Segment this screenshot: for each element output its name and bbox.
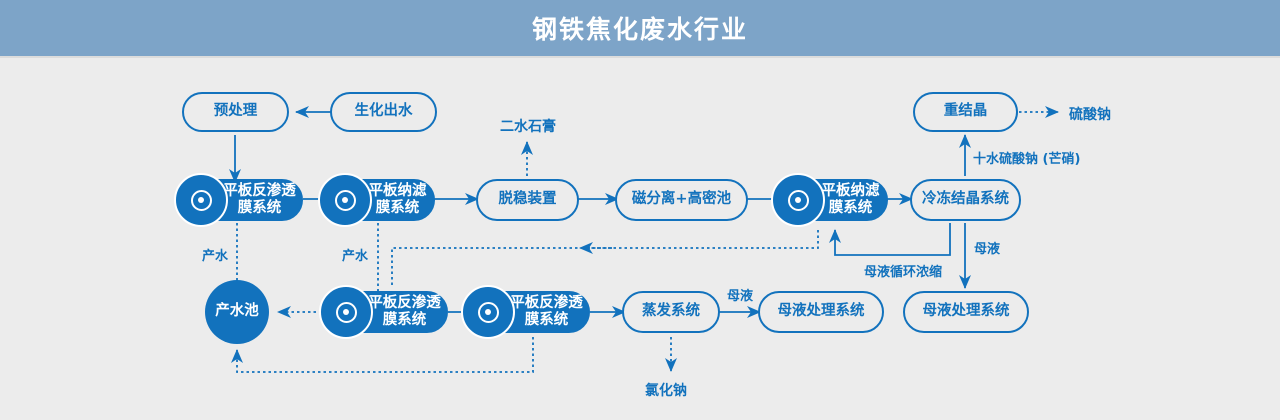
target-icon-ring (787, 189, 809, 211)
target-icon-dot (795, 197, 801, 203)
node-label: 母液处理系统 (922, 303, 1010, 320)
node-label: 平板反渗透 膜系统 (510, 294, 583, 328)
node-nf-membrane-system-2[interactable]: 平板纳滤 膜系统 (771, 173, 888, 227)
node-label: 平板纳滤 膜系统 (368, 182, 427, 216)
target-icon-dot (342, 197, 348, 203)
node-label: 平板纳滤 膜系统 (821, 182, 880, 216)
edge-freeze-recirc-to-nf2 (829, 223, 951, 256)
edge-label-mother-liquor-right: 母液 (974, 242, 1001, 257)
page-header: 钢铁焦化废水行业 (0, 0, 1280, 56)
target-icon-ring (335, 301, 357, 323)
page-title: 钢铁焦化废水行业 (531, 15, 748, 44)
node-recrystallization[interactable]: 重结晶 (913, 92, 1018, 132)
target-icon-dot (198, 197, 204, 203)
target-icon-ring (190, 189, 212, 211)
node-label: 蒸发系统 (642, 303, 700, 320)
edge-label-mother-liquor-evap: 母液 (727, 289, 754, 304)
node-pretreatment[interactable]: 预处理 (182, 92, 289, 132)
terminal-sodium-chloride: 氯化钠 (645, 383, 687, 399)
node-evaporation-system[interactable]: 蒸发系统 (622, 291, 720, 333)
node-nf-membrane-system-1[interactable]: 平板纳滤 膜系统 (318, 173, 435, 227)
node-mother-liquor-treatment-2[interactable]: 母液处理系统 (903, 291, 1029, 333)
edge-label-mirabilite: 十水硫酸钠 (芒硝) (973, 152, 1081, 167)
node-label: 平板反渗透 膜系统 (368, 294, 441, 328)
node-ro-membrane-system-2[interactable]: 平板反渗透 膜系统 (319, 285, 448, 339)
node-magnetic-separation-high-density-tank[interactable]: 磁分离+高密池 (615, 179, 748, 221)
edge-label-product-water-2: 产水 (342, 249, 369, 264)
target-icon-dot (343, 309, 349, 315)
target-icon (771, 173, 825, 227)
terminal-sodium-sulfate: 硫酸钠 (1069, 107, 1111, 123)
node-label: 生化出水 (354, 103, 413, 120)
target-icon-ring (334, 189, 356, 211)
node-destabilization-device[interactable]: 脱稳装置 (476, 179, 579, 221)
node-biochemical-effluent[interactable]: 生化出水 (330, 92, 437, 132)
edge-ro3-to-prodpool-return (231, 337, 534, 373)
target-icon (318, 173, 372, 227)
node-mother-liquor-treatment-1[interactable]: 母液处理系统 (758, 291, 884, 333)
node-label: 预处理 (213, 103, 258, 120)
terminal-gypsum: 二水石膏 (500, 119, 556, 135)
node-ro-membrane-system-1[interactable]: 平板反渗透 膜系统 (174, 173, 303, 227)
target-icon-dot (485, 309, 491, 315)
target-icon (319, 285, 373, 339)
target-icon (174, 173, 228, 227)
target-icon-ring (477, 301, 499, 323)
node-label: 平板反渗透 膜系统 (223, 182, 296, 216)
node-label: 产水池 (215, 303, 259, 320)
node-label: 冷冻结晶系统 (922, 191, 1009, 208)
node-label: 母液处理系统 (777, 303, 865, 320)
node-product-water-pool[interactable]: 产水池 (205, 280, 269, 344)
header-divider (0, 56, 1280, 58)
target-icon (461, 285, 515, 339)
edge-label-product-water-1: 产水 (202, 249, 229, 264)
node-ro-membrane-system-3[interactable]: 平板反渗透 膜系统 (461, 285, 590, 339)
node-label: 脱稳装置 (498, 191, 557, 208)
node-label: 磁分离+高密池 (631, 191, 732, 208)
edge-ro2-to-nf2-return (391, 230, 819, 288)
diagram-canvas: 预处理 生化出水 平板反渗透 膜系统 平板纳滤 (0, 58, 1280, 420)
node-label: 重结晶 (943, 103, 988, 120)
edge-label-recirculation-concentration: 母液循环浓缩 (864, 265, 943, 280)
node-freeze-crystallization-system[interactable]: 冷冻结晶系统 (910, 179, 1021, 221)
